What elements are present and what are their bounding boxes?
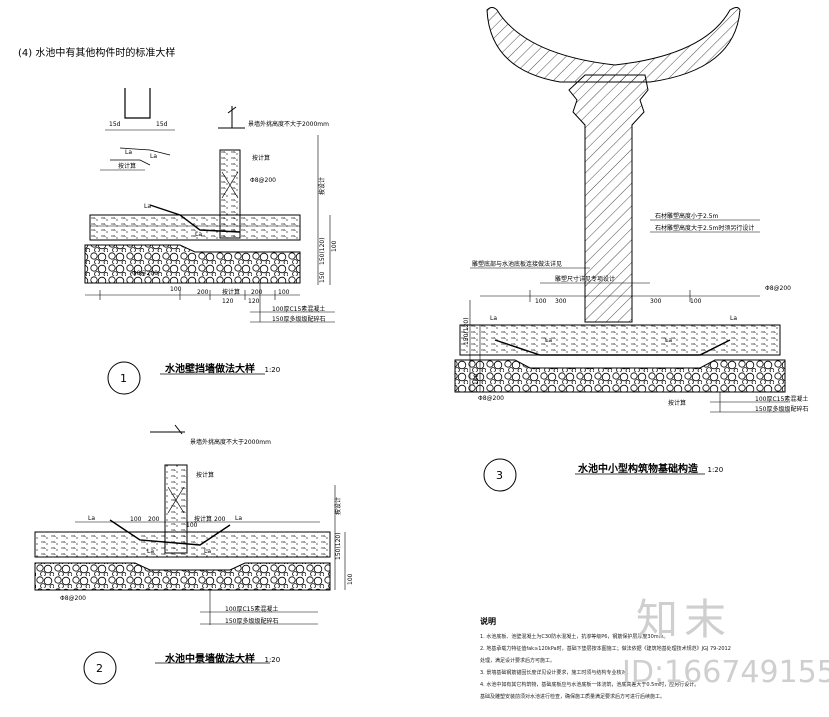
d1-dim-200-a: 200 [197, 289, 209, 296]
gravel-bed-1 [84, 244, 301, 284]
d1-ext-note: 景墙外挑高度不大于2000mm [248, 120, 329, 128]
section-heading: (4) 水池中有其他构件时的标准大样 [18, 48, 176, 59]
detail-3-title: 水池中小型构筑物基础构造 1:20 [578, 460, 723, 475]
d2-rebar: Φ8@200 [60, 595, 86, 602]
d2-design-ref-2: 按计算 [194, 515, 212, 523]
gravel-bed-3 [454, 359, 786, 393]
d3-la-1: La [490, 315, 497, 322]
d3-dim-100-b: 100 [690, 298, 702, 305]
d3-anchor-note: 雕塑底部与水池底板连接做法详见 [472, 260, 562, 268]
d1-dim-100-a: 100 [170, 286, 182, 293]
notes-line-2: 2. 地基承载力特征值fak≥120kPa时，基础下垫层按本图施工；做法依据《建… [480, 646, 731, 652]
d1-layer-1: 100厚C15素混凝土 [272, 305, 325, 313]
d1-dim-120-a: 120 [222, 298, 234, 305]
d1-15d-b: 15d [156, 121, 168, 128]
d3-la-4: La [665, 337, 672, 344]
d3-dim-v-100: 100 [473, 373, 480, 385]
d1-dim-200-b: 200 [251, 289, 263, 296]
d2-design-ref: 按计算 [196, 471, 214, 479]
d1-rebar-2: Φ8@200 [132, 270, 158, 277]
notes-block: 说明 1. 水池底板、池壁混凝土为C30防水混凝土，抗渗等级P6，钢筋保护层厚度… [480, 616, 820, 703]
d3-rebar-2: Φ8@200 [478, 395, 504, 402]
d3-design-ref: 按计算 [668, 399, 686, 407]
notes-line-1: 1. 水池底板、池壁混凝土为C30防水混凝土，抗渗等级P6，钢筋保护层厚度30m… [480, 634, 669, 640]
d3-dim-300-a: 300 [555, 298, 567, 305]
d1-design-ref: 按计算 [118, 162, 136, 170]
detail-1-marker [107, 361, 141, 395]
d1-dim-v-150: 150 [319, 271, 326, 283]
detail-1 [84, 88, 335, 395]
d1-la-4: La [195, 231, 202, 238]
d1-dim-v-100: 100 [331, 240, 338, 252]
d1-la-3: La [144, 203, 151, 210]
d2-layer-2: 150厚多级级配碎石 [225, 617, 278, 625]
d3-height-note-2: 石材雕塑高度大于2.5m时须另行设计 [655, 224, 754, 232]
detail-3 [454, 7, 790, 492]
detail-2-marker [83, 651, 117, 685]
d1-dim-120-b: 120 [248, 298, 260, 305]
d1-dim-design: 按计算 [222, 288, 240, 296]
d2-dim-200-b: 200 [214, 516, 226, 523]
d3-height-note-1: 石材雕塑高度小于2.5m [655, 212, 719, 220]
rebar-hook-left [124, 88, 151, 119]
d3-la-2: La [730, 315, 737, 322]
detail-2-title-text: 水池中景墙做法大样 [165, 654, 255, 665]
notes-line-3: 处理，满足设计要求后方可施工。 [480, 658, 556, 664]
d2-dim-100-b: 100 [186, 522, 198, 529]
d2-la-1: La [88, 515, 95, 522]
notes-line-5: 4. 水池中如有其它构筑物，基础底板应与水池底板一体浇筑，池底高差大于0.5m时… [480, 682, 700, 688]
sculpture-bowl [486, 7, 741, 83]
sculpture-column [568, 74, 649, 323]
detail-1-title: 水池壁挡墙做法大样 1:20 [165, 360, 280, 375]
d1-la-1: La [125, 149, 132, 156]
gravel-bed-2 [34, 562, 331, 591]
watermark-logo: 知末 [636, 595, 733, 644]
d1-la-2: La [150, 153, 157, 160]
d2-dim-v-100: 100 [347, 573, 354, 585]
d1-layer-2: 150厚多级级配碎石 [272, 315, 325, 323]
notes-line-6: 基础及雕塑安装前须对水池进行检查，确保施工质量满足要求后方可进行后续施工。 [480, 694, 666, 700]
slab-2 [34, 531, 331, 558]
d1-dim-100-b: 100 [278, 289, 290, 296]
detail-2-scale: 1:20 [264, 656, 281, 664]
detail-3-marker [483, 458, 517, 492]
d2-la-2: La [235, 515, 242, 522]
d1-number: 1 [120, 372, 127, 385]
d3-anchor-note-2: 雕塑尺寸详见专项设计 [555, 275, 615, 283]
detail-2-title: 水池中景墙做法大样 1:20 [165, 650, 280, 665]
d3-layer-1: 100厚C15素混凝土 [755, 395, 808, 403]
d2-la-3: La [147, 548, 154, 555]
watermark-id: ID:166749155 [622, 655, 829, 690]
d1-rebar: Φ8@200 [250, 177, 276, 184]
d2-dim-100-a: 100 [130, 516, 142, 523]
d3-layer-2: 150厚多级级配碎石 [755, 405, 808, 413]
slab-3 [459, 324, 781, 356]
d1-15d-a: 15d [109, 121, 121, 128]
notes-heading: 说明 [480, 617, 496, 626]
d3-dim-300-b: 300 [650, 298, 662, 305]
d3-la-3: La [545, 337, 552, 344]
d2-ext-note: 景墙外挑高度不大于2000mm [190, 438, 271, 446]
d2-dim-v-total: 150(120) [335, 532, 342, 560]
d3-dim-100-a: 100 [535, 298, 547, 305]
d2-la-4: La [204, 548, 211, 555]
detail-3-title-text: 水池中小型构筑物基础构造 [578, 464, 698, 475]
detail-2 [34, 424, 346, 685]
slab-1 [89, 214, 301, 241]
d1-design-ref-2: 按计算 [252, 154, 270, 162]
d1-dim-v-design: 按设计 [318, 177, 326, 195]
d2-number: 2 [96, 662, 103, 675]
detail-3-scale: 1:20 [707, 466, 724, 474]
d3-rebar: Φ8@200 [765, 285, 791, 292]
detail-1-title-text: 水池壁挡墙做法大样 [165, 364, 255, 375]
d1-dim-v-total: 150(120) [319, 237, 326, 265]
d3-dim-v-total: 150(120) [463, 317, 470, 345]
d2-layer-1: 100厚C15素混凝土 [225, 605, 278, 613]
d2-dim-v-design: 按设计 [334, 497, 342, 515]
d3-number: 3 [496, 469, 503, 482]
d2-dim-200-a: 200 [148, 516, 160, 523]
detail-1-scale: 1:20 [264, 366, 281, 374]
notes-line-4: 3. 景墙基础钢筋锚固长度详见设计要求，施工时须与结构专业核对。 [480, 670, 632, 676]
